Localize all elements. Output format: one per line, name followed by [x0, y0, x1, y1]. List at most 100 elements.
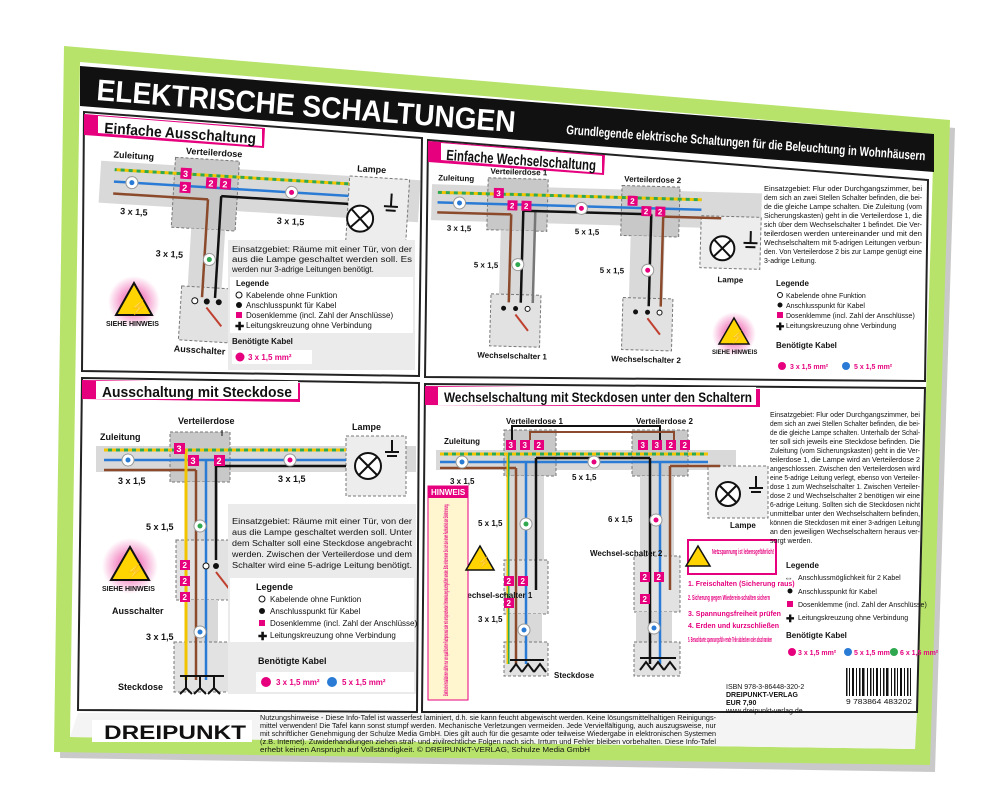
dosenklemme-badge	[180, 167, 192, 180]
svg-text:3: 3	[177, 444, 182, 454]
footer-notes: Nutzungshinweise - Diese Info-Tafel ist …	[260, 715, 717, 754]
p2-legend-0: Kabelende ohne Funktion	[786, 293, 866, 300]
p1-zuleitung: Zuleitung	[113, 150, 154, 162]
dosenklemme-badge	[179, 181, 192, 194]
svg-text:an den jeweiligen Wechselschal: an den jeweiligen Wechselschaltern herau…	[770, 529, 921, 536]
svg-text:DREIPUNKT-VERLAG: DREIPUNKT-VERLAG	[726, 692, 799, 699]
svg-text:unmittelbar unter den Wechsels: unmittelbar unter den Wechselschaltern b…	[770, 511, 920, 518]
p4-kabel-2: 6 x 1,5 mm²	[900, 650, 939, 657]
p3-steckdose: Steckdose	[118, 682, 163, 692]
p1-schalter: Ausschalter	[174, 344, 227, 357]
p4-vd1: Verteilerdose 1	[506, 417, 563, 426]
p2-zuleitung: Zuleitung	[438, 173, 474, 183]
p1-kabel-title: Benötigte Kabel	[232, 337, 293, 346]
switch-box	[177, 285, 233, 344]
p4-kabel-1: 5 x 1,5 mm²	[854, 650, 893, 657]
svg-text:dem Schalter soll eine Steckdo: dem Schalter soll eine Steckdose angebra…	[232, 539, 413, 548]
svg-text:2: 2	[183, 561, 188, 570]
ground-symbol-icon	[389, 193, 393, 207]
warning-triangle-icon	[717, 316, 751, 345]
panel4-diagram: 3 3 2 3 3 2 2 2 2 2 2 2 2 Verteilerdose …	[436, 417, 769, 680]
p2-lampe: Lampe	[717, 275, 744, 285]
p2-vd1: Verteilerdose 1	[490, 167, 548, 178]
svg-text:2: 2	[183, 577, 188, 586]
svg-text:Wechselschaltern mit 5-adrigen: Wechselschaltern mit 5-adrigen Leitungen…	[764, 240, 923, 247]
socket-symbol-icon	[639, 657, 677, 671]
p3-zuleitung: Zuleitung	[100, 432, 141, 442]
svg-text:3: 3	[655, 441, 660, 450]
p3-kabel-0: 3 x 1,5 mm²	[276, 678, 320, 687]
svg-text:Einsatzgebiet: Räume mit einer: Einsatzgebiet: Räume mit einer Tür, von …	[232, 245, 412, 254]
svg-text:dem sich an zwei Stellen Schal: dem sich an zwei Stellen Schalter befind…	[770, 421, 921, 428]
svg-text:mit schriftlicher Genehmigung: mit schriftlicher Genehmigung der Schulz…	[260, 731, 716, 738]
svg-text:2. Sicherung gegen Wiederein-s: 2. Sicherung gegen Wiederein-schalten si…	[688, 595, 770, 602]
svg-text:2: 2	[510, 201, 515, 210]
p4-legend-3: Leitungskreuzung ohne Verbindung	[798, 615, 908, 622]
svg-text:2: 2	[208, 178, 214, 188]
p2-kabel-0: 3 x 1,5 mm²	[790, 364, 829, 371]
p4-legend-1: Anschlusspunkt für Kabel	[798, 589, 877, 596]
p3-cable-b: 3 x 1,5	[278, 474, 306, 484]
warning-triangle-icon	[109, 544, 151, 581]
svg-text:2: 2	[658, 207, 663, 216]
panel1-title-plate	[98, 116, 262, 146]
p3-lampe: Lampe	[352, 422, 381, 432]
svg-text:sorgt werden.: sorgt werden.	[770, 538, 812, 545]
svg-text:2: 2	[222, 179, 228, 189]
svg-text:aus die Lampe geschaltet werde: aus die Lampe geschaltet werden soll. Es	[232, 255, 412, 264]
lightning-icon: ⚡	[130, 299, 147, 316]
svg-text:angeschlossen. Zwischen den Ve: angeschlossen. Zwischen den Verteilerdos…	[770, 466, 920, 473]
p1-lampe: Lampe	[357, 163, 387, 175]
p2-kabel-title: Benötigte Kabel	[776, 341, 837, 350]
p1-legend-title: Legende	[236, 279, 269, 288]
barcode-digits: 9 783864 483202	[846, 699, 912, 706]
p3-kabel-1: 5 x 1,5 mm²	[342, 678, 386, 687]
dosenklemme-badge	[219, 178, 232, 190]
p4-cable-a: 3 x 1,5	[450, 477, 475, 486]
p2-legend-3: Leitungskreuzung ohne Verbindung	[786, 323, 896, 330]
footer-publisher: ISBN 978-3-86448-320-2 DREIPUNKT-VERLAG …	[725, 684, 804, 715]
svg-text:2: 2	[521, 577, 526, 586]
socket-symbol-icon	[509, 659, 547, 673]
panel3-title: Ausschaltung mit Steckdose	[102, 384, 292, 401]
p1-kabel-0: 3 x 1,5 mm²	[248, 353, 292, 362]
footer-brand: DREIPUNKT	[104, 723, 246, 744]
svg-text:2: 2	[217, 456, 222, 466]
p3-legend-title: Legende	[256, 582, 293, 592]
p1-einsatz: Einsatzgebiet: Räume mit einer Tür, von …	[231, 245, 412, 274]
p2-cable-b: 5 x 1,5	[575, 227, 600, 237]
dosenklemme-badge	[205, 177, 218, 189]
svg-text:2: 2	[643, 573, 648, 582]
svg-text:3: 3	[641, 441, 646, 450]
p1-legend-0: Kabelende ohne Funktion	[246, 291, 337, 300]
svg-text:1. Freischalten (Sicherung rau: 1. Freischalten (Sicherung raus)	[688, 581, 795, 588]
p4-schalter1: Wechsel-schalter 1	[460, 591, 533, 600]
p1-cable-a: 3 x 1,5	[120, 206, 148, 218]
svg-text:2: 2	[669, 441, 674, 450]
p4-steckdose: Steckdose	[554, 671, 595, 680]
legend-magenta-square	[236, 312, 242, 318]
svg-text:dose 1 zum Wechselschalter 1.: dose 1 zum Wechselschalter 1. Zwischen V…	[770, 484, 921, 491]
p1-cable-c: 3 x 1,5	[155, 248, 183, 260]
socket-symbol-icon	[179, 675, 224, 695]
p3-cable-a: 3 x 1,5	[118, 476, 146, 486]
svg-text:3-adrige Leitung.: 3-adrige Leitung.	[764, 258, 817, 265]
svg-text:2: 2	[683, 441, 688, 450]
svg-text:sich über dem Wechselschalter: sich über dem Wechselschalter 1 befindet…	[764, 222, 923, 229]
l-wire	[113, 192, 209, 201]
p2-schalter2: Wechselschalter 2	[611, 354, 681, 365]
p4-einsatz: Einsatzgebiet: Flur oder Durchgangszimme…	[770, 412, 921, 545]
p3-cable-c: 5 x 1,5	[146, 522, 174, 532]
svg-text:eine 5-adrige Leitung verlegt,: eine 5-adrige Leitung verlegt, ebenso vo…	[770, 475, 921, 482]
svg-text:Schalter wird eine 5-adrige Le: Schalter wird eine 5-adrige Leitung benö…	[232, 561, 412, 570]
lightning-icon: ⚡	[477, 556, 491, 569]
cable-swatch-icon	[235, 352, 245, 362]
p3-hinweis: SIEHE HINWEIS	[102, 586, 155, 593]
p4-legend-title: Legende	[786, 561, 819, 570]
svg-text:3: 3	[523, 441, 528, 450]
lightning-icon: ⚡	[126, 563, 143, 580]
warning-triangle-icon	[114, 280, 154, 316]
p4-kabel-title: Benötigte Kabel	[786, 631, 847, 640]
barcode-bars	[846, 668, 911, 696]
svg-text:3: 3	[183, 169, 189, 179]
